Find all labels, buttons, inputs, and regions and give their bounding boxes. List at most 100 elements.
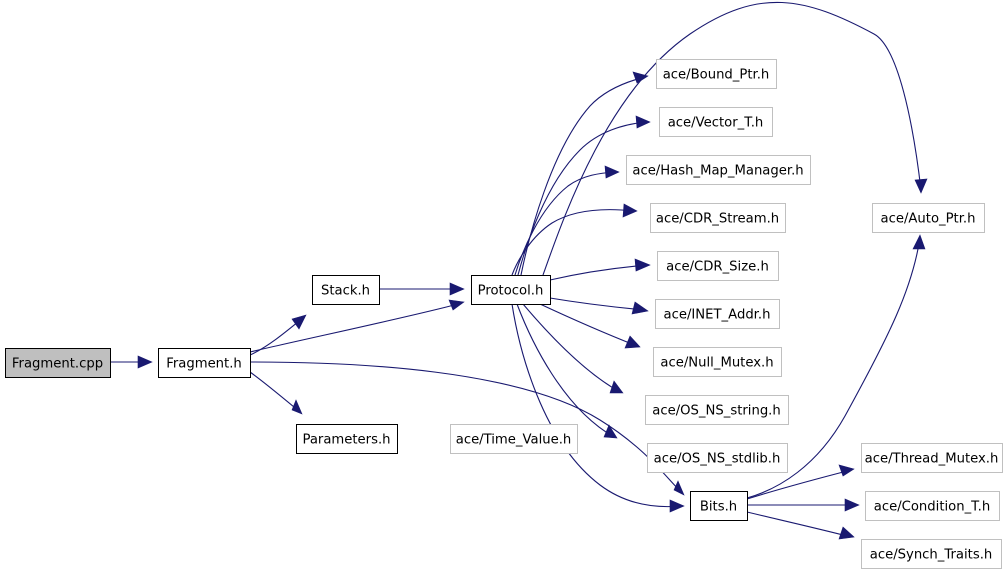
node-box[interactable] [158, 348, 251, 378]
arrowhead-icon [838, 526, 855, 540]
graph-node-bound_ptr_h[interactable]: ace/Bound_Ptr.h [656, 59, 777, 89]
node-label: ace/CDR_Stream.h [656, 212, 779, 227]
node-box[interactable] [690, 491, 748, 521]
arrowhead-icon [912, 234, 926, 250]
graph-node-fragment_h[interactable]: Fragment.h [158, 348, 251, 378]
arrowhead-icon [622, 203, 638, 218]
edge-line [539, 303, 638, 347]
edge-line [746, 237, 921, 499]
edge-protocol_h-to-cdr_stream_h [511, 203, 638, 276]
arrowhead-icon [609, 380, 624, 394]
graph-node-fragment_cpp[interactable]: Fragment.cpp [5, 348, 111, 378]
edge-bits_h-to-condition_t_h [747, 498, 860, 512]
node-box[interactable] [655, 299, 780, 329]
edge-line [746, 511, 852, 538]
edge-line [511, 303, 682, 508]
graph-node-hash_map_manager_h[interactable]: ace/Hash_Map_Manager.h [626, 155, 811, 185]
node-box[interactable] [861, 443, 1003, 473]
node-label: ace/Time_Value.h [456, 433, 572, 448]
arrowhead-icon [449, 282, 465, 296]
edge-line [511, 209, 635, 276]
graph-node-null_mutex_h[interactable]: ace/Null_Mutex.h [653, 347, 782, 377]
arrowhead-icon [634, 258, 651, 272]
node-label: ace/Thread_Mutex.h [865, 452, 999, 467]
graph-node-bits_h[interactable]: Bits.h [690, 491, 748, 521]
graph-node-os_ns_stdlib_h[interactable]: ace/OS_NS_stdlib.h [647, 443, 788, 473]
node-box[interactable] [656, 59, 777, 89]
arrowhead-icon [632, 71, 649, 84]
node-label: Parameters.h [302, 433, 390, 448]
graph-node-time_value_h[interactable]: ace/Time_Value.h [450, 424, 578, 454]
edge-protocol_h-to-os_ns_stdlib_h [516, 303, 618, 439]
node-label: Bits.h [700, 500, 737, 515]
edge-fragment_h-to-protocol_h [249, 299, 465, 353]
node-box[interactable] [653, 347, 782, 377]
edge-line [516, 303, 615, 438]
edge-protocol_h-to-cdr_size_h [549, 258, 651, 281]
node-box[interactable] [865, 491, 1000, 521]
graph-node-cdr_size_h[interactable]: ace/CDR_Size.h [657, 251, 779, 281]
edge-protocol_h-to-bits_h [511, 303, 685, 513]
node-box[interactable] [659, 107, 773, 137]
edge-bits_h-to-auto_ptr_h [746, 234, 926, 499]
edge-line [249, 302, 463, 353]
arrowhead-icon [844, 498, 860, 512]
node-label: ace/Condition_T.h [874, 500, 990, 515]
node-box[interactable] [645, 395, 789, 425]
arrowhead-icon [624, 335, 641, 349]
graph-node-cdr_stream_h[interactable]: ace/CDR_Stream.h [650, 203, 786, 233]
graph-node-stack_h[interactable]: Stack.h [312, 275, 380, 305]
node-box[interactable] [861, 539, 1002, 569]
arrowhead-icon [603, 424, 618, 439]
node-box[interactable] [296, 424, 398, 454]
node-label: ace/Auto_Ptr.h [881, 212, 976, 227]
node-label: ace/OS_NS_string.h [652, 404, 780, 419]
graph-node-protocol_h[interactable]: Protocol.h [471, 275, 551, 305]
node-box[interactable] [657, 251, 779, 281]
graph-node-condition_t_h[interactable]: ace/Condition_T.h [865, 491, 1000, 521]
edge-line [249, 371, 301, 413]
node-label: ace/Bound_Ptr.h [663, 68, 770, 83]
arrowhead-icon [631, 301, 649, 315]
node-label: Fragment.cpp [12, 357, 103, 372]
node-box[interactable] [872, 203, 985, 233]
graph-node-synch_traits_h[interactable]: ace/Synch_Traits.h [861, 539, 1002, 569]
edge-protocol_h-to-os_ns_string_h [522, 303, 624, 394]
arrowhead-icon [838, 464, 855, 477]
arrowhead-icon [291, 399, 303, 415]
node-label: ace/Vector_T.h [668, 116, 764, 131]
arrowhead-icon [635, 115, 651, 129]
node-label: Stack.h [321, 284, 370, 299]
node-label: Protocol.h [478, 284, 544, 299]
node-box[interactable] [5, 348, 111, 378]
graph-node-auto_ptr_h[interactable]: ace/Auto_Ptr.h [872, 203, 985, 233]
node-box[interactable] [650, 203, 786, 233]
edge-protocol_h-to-hash_map_manager_h [514, 165, 620, 276]
edge-line [549, 264, 648, 281]
arrowhead-icon [448, 299, 465, 311]
nodes-layer: Fragment.cpp Fragment.h Stack.hParameters.… [5, 59, 1003, 569]
node-label: ace/CDR_Size.h [666, 260, 769, 275]
graph-node-vector_t_h[interactable]: ace/Vector_T.h [659, 107, 773, 137]
edge-bits_h-to-thread_mutex_h [746, 464, 855, 500]
edge-fragment_cpp-to-fragment_h [110, 355, 153, 369]
edge-line [746, 469, 852, 500]
node-box[interactable] [471, 275, 551, 305]
graph-node-os_ns_string_h[interactable]: ace/OS_NS_string.h [645, 395, 789, 425]
graph-node-parameters_h[interactable]: Parameters.h [296, 424, 398, 454]
graph-node-thread_mutex_h[interactable]: ace/Thread_Mutex.h [861, 443, 1003, 473]
node-box[interactable] [312, 275, 380, 305]
node-label: ace/INET_Addr.h [664, 308, 771, 323]
edge-stack_h-to-protocol_h [379, 282, 465, 296]
arrowhead-icon [673, 480, 685, 496]
node-box[interactable] [626, 155, 811, 185]
node-box[interactable] [647, 443, 788, 473]
arrowhead-icon [914, 178, 928, 194]
node-box[interactable] [450, 424, 578, 454]
node-label: ace/Synch_Traits.h [870, 548, 993, 563]
edge-protocol_h-to-null_mutex_h [539, 303, 641, 349]
graph-node-inet_addr_h[interactable]: ace/INET_Addr.h [655, 299, 780, 329]
edge-protocol_h-to-inet_addr_h [549, 297, 649, 315]
